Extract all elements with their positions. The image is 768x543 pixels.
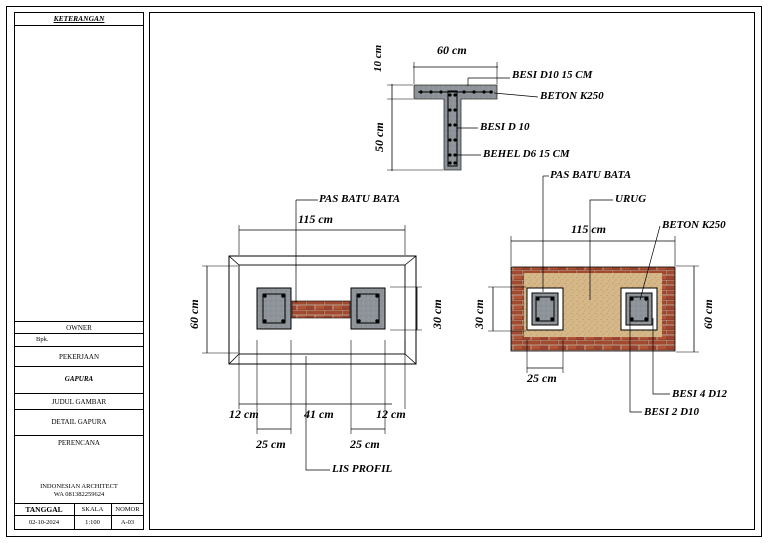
- meta-table: [14, 503, 144, 530]
- meta-divider-v2: [111, 503, 112, 530]
- meta-divider-h: [14, 515, 144, 516]
- plan-right-label-brick: PAS BATU BATA: [550, 169, 632, 181]
- plan-right-dim-25: 25 cm: [527, 371, 557, 385]
- owner-value: Bpk.: [14, 333, 144, 346]
- t-dim-height-label: 50 cm: [372, 122, 386, 152]
- plan-left-dim-inner: 30 cm: [430, 299, 444, 329]
- plan-left-dim-41: 41 cm: [304, 407, 334, 421]
- t-section-drawing: [387, 62, 539, 171]
- nomor-value: A-03: [120, 519, 135, 526]
- perencana-label: PERENCANA: [14, 435, 144, 503]
- t-stirrup: [447, 90, 458, 167]
- plan-left-brick: [291, 300, 351, 319]
- keterangan-header: KETERANGAN: [14, 12, 144, 26]
- t-dim-width-label: 60 cm: [437, 43, 467, 57]
- nomor-label: NOMOR: [115, 506, 140, 513]
- plan-right-label-rebar-2: BESI 2 D10: [644, 406, 700, 418]
- sheet-border: [6, 6, 762, 537]
- plan-right-label-fill: URUG: [615, 193, 647, 205]
- plan-left-dim-25-right: 25 cm: [350, 437, 380, 451]
- plan-left-dim-12-right: 12 cm: [376, 407, 406, 421]
- t-label-concrete: BETON K250: [540, 90, 604, 102]
- plan-right-dim-total: 115 cm: [571, 222, 606, 236]
- perencana-name: INDONESIAN ARCHITECT: [40, 483, 118, 490]
- pekerjaan-value: GAPURA: [14, 366, 144, 393]
- drawing-area: [149, 12, 755, 530]
- title-block: [14, 12, 144, 530]
- t-leader-concrete: [493, 92, 539, 98]
- tanggal-value: 02-10-2024: [28, 519, 60, 526]
- skala-label: SKALA: [81, 506, 104, 513]
- plan-left-label-profile: LIS PROFIL: [332, 463, 393, 475]
- perencana-phone: WA 081382259624: [53, 491, 105, 498]
- tanggal-label: TANGGAL: [25, 505, 63, 514]
- plan-left-dim-height: 60 cm: [187, 299, 201, 329]
- judul-value: DETAIL GAPURA: [14, 409, 144, 435]
- owner-label: OWNER: [14, 321, 144, 333]
- plan-right-label-concrete: BETON K250: [662, 219, 726, 231]
- t-label-top-rebar: BESI D10 15 CM: [512, 69, 593, 81]
- t-web-rebar-dots: [448, 93, 457, 165]
- t-top-rebar-dots: [419, 90, 493, 94]
- plan-left-label-brick: PAS BATU BATA: [319, 193, 401, 205]
- plan-left-dim-12-left: 12 cm: [229, 407, 259, 421]
- pekerjaan-label: PEKERJAAN: [14, 346, 144, 366]
- t-dim-flange-label: 10 cm: [372, 44, 384, 72]
- plan-left-dim-total: 115 cm: [298, 212, 333, 226]
- t-beam-concrete: [413, 84, 498, 171]
- plan-right-dim-inner: 30 cm: [472, 299, 486, 329]
- plan-left-drawing: [202, 199, 422, 471]
- t-label-stirrup: BEHEL D6 15 CM: [483, 148, 570, 160]
- plan-right-label-rebar-4: BESI 4 D12: [672, 388, 728, 400]
- plan-left-dim-25-left: 25 cm: [256, 437, 286, 451]
- plan-right-drawing: [488, 175, 699, 413]
- plan-right-dim-height: 60 cm: [701, 299, 715, 329]
- t-label-web-rebar: BESI D 10: [480, 121, 530, 133]
- judul-label: JUDUL GAMBAR: [14, 393, 144, 409]
- meta-divider-v1: [74, 503, 75, 530]
- skala-value: 1:100: [85, 519, 100, 526]
